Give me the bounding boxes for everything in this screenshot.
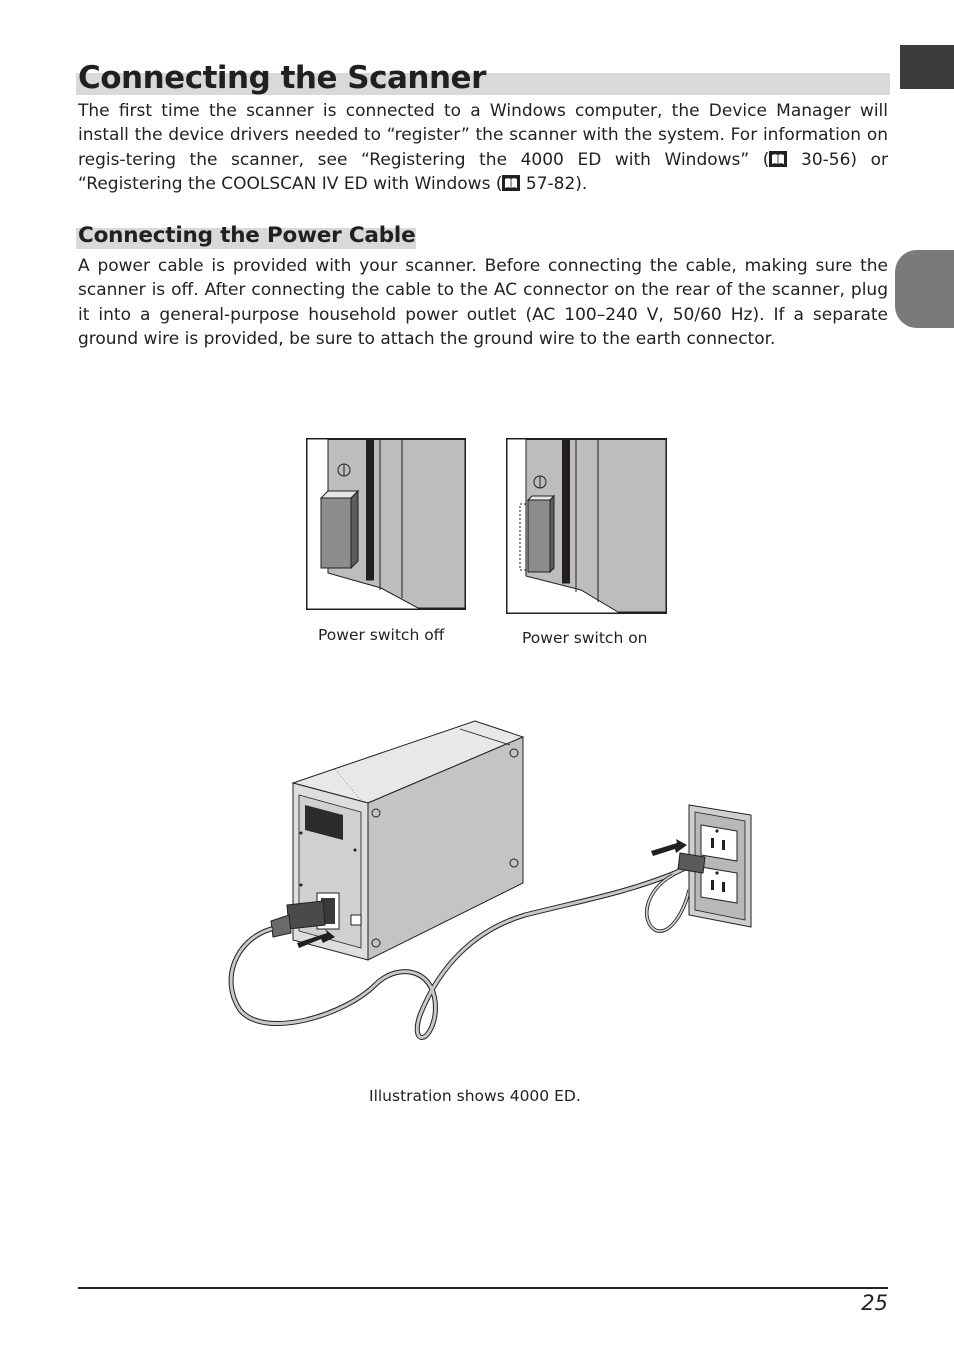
power-switch-on-illustration <box>506 438 667 614</box>
chapter-tab-dark <box>900 45 954 89</box>
title-band <box>76 73 890 95</box>
section-heading-band <box>76 228 416 249</box>
section-heading: Connecting the Power Cable <box>78 223 416 248</box>
scanner-power-connection-illustration <box>228 720 752 1040</box>
intro-ref2: 57-82). <box>520 174 588 195</box>
section-paragraph: A power cable is provided with your scan… <box>78 256 888 350</box>
caption-power-switch-on: Power switch on <box>522 629 648 647</box>
page-number: 25 <box>861 1291 888 1315</box>
book-reference-icon <box>769 150 788 167</box>
caption-power-switch-off: Power switch off <box>318 626 445 644</box>
intro-ref1: 30-56) or “Registering the COOLSCAN IV E… <box>78 149 888 195</box>
chapter-tab-gray <box>895 250 954 328</box>
caption-illustration: Illustration shows 4000 ED. <box>369 1087 581 1105</box>
intro-paragraph: The first time the scanner is connected … <box>78 99 888 197</box>
power-switch-off-illustration <box>306 438 466 610</box>
footer-rule <box>78 1287 888 1289</box>
page-title: Connecting the Scanner <box>78 60 486 96</box>
intro-text: The first time the scanner is connected … <box>78 101 888 170</box>
book-reference-icon <box>502 175 521 192</box>
